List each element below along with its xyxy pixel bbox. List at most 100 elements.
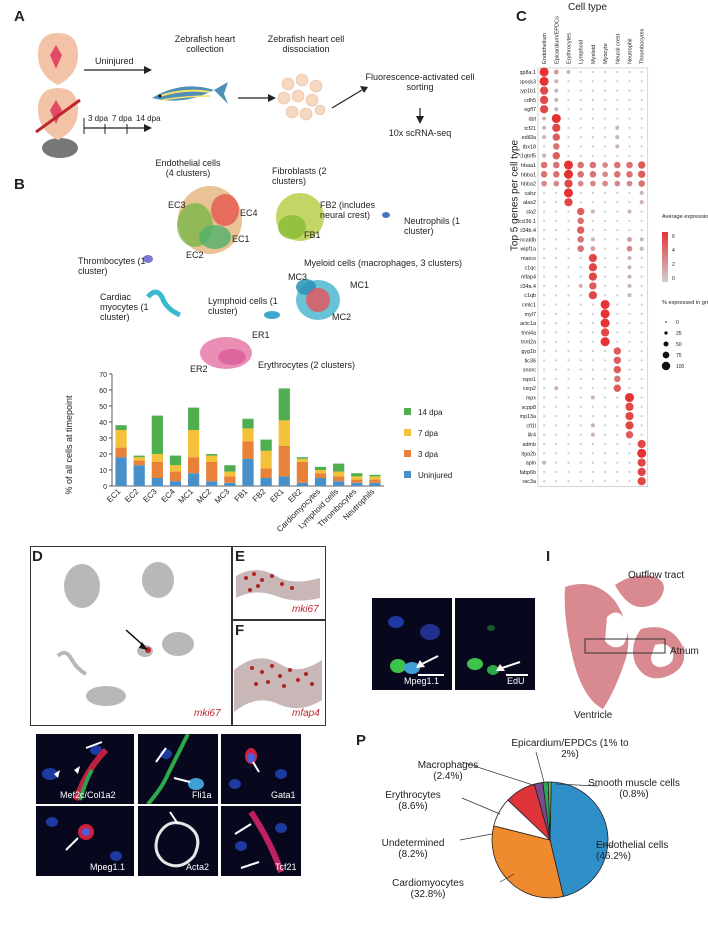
dot xyxy=(640,210,643,213)
dot xyxy=(577,161,584,169)
label-ventricle: Ventricle xyxy=(574,710,613,721)
dot-row-label: hbaa1 xyxy=(521,163,536,169)
dot xyxy=(604,70,607,74)
x-tick-label: ER1 xyxy=(268,487,286,505)
legend-label: 7 dpa xyxy=(418,429,439,438)
dot xyxy=(640,256,643,260)
step-facs: Fluorescence-activated cell sorting xyxy=(365,72,475,92)
dot xyxy=(543,284,546,287)
step-scrnaseq: 10x scRNA-seq xyxy=(388,128,452,138)
y-tick-label: 50 xyxy=(99,404,107,411)
panel-d-label: mki67 xyxy=(194,708,221,719)
dot-row-label: mmp13a xyxy=(520,414,536,420)
dot xyxy=(604,284,607,287)
dot xyxy=(541,180,547,187)
dot xyxy=(567,480,570,483)
dot xyxy=(555,312,558,315)
dot xyxy=(638,180,645,187)
dot xyxy=(590,209,595,214)
dot xyxy=(554,97,559,102)
dot xyxy=(543,452,546,455)
dot xyxy=(543,145,546,148)
panel-f-zoom xyxy=(234,658,322,712)
size-legend-title: % expressed in group xyxy=(662,300,708,306)
dot xyxy=(613,365,621,374)
dot xyxy=(616,247,619,250)
dot xyxy=(640,368,643,371)
dot-column-label: Epicardium/EPDCs xyxy=(554,16,560,64)
dot xyxy=(567,80,570,83)
dot-row-label: hbba1 xyxy=(521,172,536,178)
dot-row-label: c1qc xyxy=(525,265,537,271)
dot xyxy=(567,433,570,436)
dot xyxy=(604,108,607,111)
dot-row-label: cahz xyxy=(525,191,537,197)
dot xyxy=(628,136,631,139)
dot xyxy=(567,322,570,325)
dot xyxy=(604,452,607,455)
dot xyxy=(590,423,595,428)
dot xyxy=(555,415,558,418)
dot xyxy=(567,210,570,213)
dot xyxy=(540,171,548,178)
dot xyxy=(590,237,595,242)
dot xyxy=(604,247,607,250)
dot xyxy=(615,125,620,130)
dot xyxy=(591,303,594,306)
dot xyxy=(579,331,582,334)
size-legend-dot xyxy=(665,321,667,323)
label-fibroblasts: Fibroblasts (2 clusters) xyxy=(272,166,327,186)
dot xyxy=(640,219,643,222)
micrograph-o: Tcf21 xyxy=(221,806,301,876)
dot xyxy=(539,105,549,114)
bar-segment xyxy=(151,462,163,478)
dot-row-label: ccl34b.4 xyxy=(520,228,536,234)
dot xyxy=(640,229,643,232)
dot xyxy=(637,477,646,486)
dot-row-label: itga2b xyxy=(521,451,536,457)
dot-row-label: edil3a xyxy=(522,135,536,141)
bar-segment xyxy=(187,407,200,430)
uninjured-label: Uninjured xyxy=(95,56,134,66)
dot-row-label: myl7 xyxy=(525,312,536,318)
x-tick-label: MC3 xyxy=(213,487,232,506)
dot-row-label: cdh5 xyxy=(524,98,536,104)
dot-row-label: snorc xyxy=(523,368,536,374)
dot xyxy=(567,136,570,139)
size-legend-label: 0 xyxy=(676,320,679,326)
dot-plot-frame xyxy=(537,67,649,487)
dot xyxy=(564,179,573,188)
dot xyxy=(602,180,608,187)
panel-i-heart xyxy=(564,575,685,709)
step-cell-dissociation: Zebrafish heart cell dissociation xyxy=(267,34,345,54)
dot xyxy=(543,470,546,473)
bar-segment xyxy=(242,418,254,429)
dot xyxy=(555,470,558,473)
dot xyxy=(567,219,570,222)
dot xyxy=(604,238,607,241)
dot xyxy=(539,86,549,95)
dot xyxy=(543,229,546,232)
dot xyxy=(616,294,619,297)
panel-b-umap xyxy=(143,186,390,369)
y-tick-label: 70 xyxy=(99,372,107,379)
bar-segment xyxy=(369,482,381,486)
micrograph-h-label: EdU xyxy=(507,676,525,686)
dot xyxy=(567,312,570,315)
dot-row-label: rspo1 xyxy=(523,377,537,383)
dot xyxy=(555,377,558,380)
dot xyxy=(602,162,608,168)
dot xyxy=(640,331,643,334)
label-ec3: EC3 xyxy=(168,200,186,210)
size-legend-dot xyxy=(662,351,670,359)
dot-row-label: marco xyxy=(521,256,536,262)
dot xyxy=(616,98,619,101)
dot xyxy=(640,70,643,74)
dot xyxy=(542,460,547,465)
dot xyxy=(628,98,631,101)
dot xyxy=(591,108,594,111)
dot xyxy=(577,171,584,178)
bar-segment xyxy=(133,455,145,458)
dot xyxy=(542,135,547,140)
dot xyxy=(543,322,546,325)
